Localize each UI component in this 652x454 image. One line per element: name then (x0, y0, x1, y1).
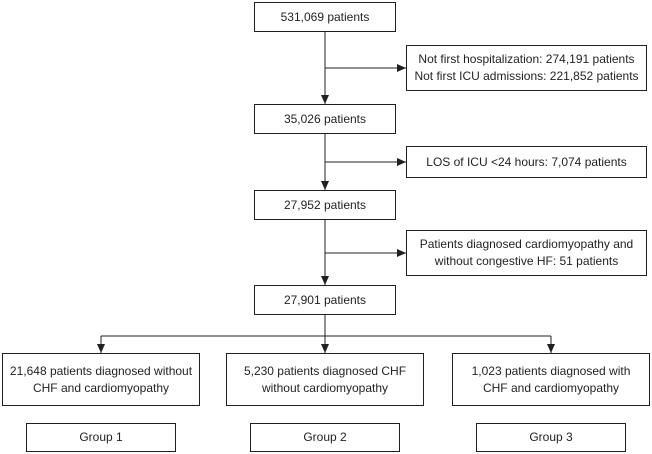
box-after-first-exclusion-label: 35,026 patients (283, 111, 367, 126)
exclusion-first-line-1: Not first hospitalization: 274,191 patie… (418, 52, 635, 66)
group-1-label: Group 1 (79, 430, 123, 444)
subgroup-1-line-1: 21,648 patients diagnosed without (9, 363, 193, 378)
box-total-patients-label: 531,069 patients (280, 9, 370, 24)
exclusion-cardio-line-2: without congestive HF: 51 patients (434, 254, 619, 268)
group-label-box-3: Group 3 (476, 423, 626, 452)
subgroup-3-line-1: 1,023 patients diagnosed with (471, 363, 631, 378)
exclusion-box-cardiomyopathy: Patients diagnosed cardiomyopathy and wi… (406, 230, 647, 276)
exclusion-cardio-line-1: Patients diagnosed cardiomyopathy and (419, 237, 634, 251)
group-label-box-2: Group 2 (250, 423, 400, 452)
box-final-cohort-label: 27,901 patients (283, 292, 367, 307)
subgroup-2-line-1: 5,230 patients diagnosed CHF (243, 363, 407, 378)
subgroup-box-2: 5,230 patients diagnosed CHF without car… (226, 353, 424, 406)
subgroup-3-line-2: CHF and cardiomyopathy (482, 380, 620, 395)
group-3-label: Group 3 (529, 430, 573, 444)
box-final-cohort: 27,901 patients (254, 285, 396, 315)
box-total-patients: 531,069 patients (254, 2, 396, 32)
box-after-los-exclusion: 27,952 patients (254, 190, 396, 220)
subgroup-box-1: 21,648 patients diagnosed without CHF an… (2, 353, 200, 406)
exclusion-box-los: LOS of ICU <24 hours: 7,074 patients (406, 146, 647, 178)
box-after-los-exclusion-label: 27,952 patients (283, 197, 367, 212)
exclusion-box-first-admission: Not first hospitalization: 274,191 patie… (406, 45, 647, 91)
exclusion-first-line-2: Not first ICU admissions: 221,852 patien… (414, 69, 639, 83)
subgroup-2-line-2: without cardiomyopathy (261, 380, 389, 395)
exclusion-los-line: LOS of ICU <24 hours: 7,074 patients (426, 154, 627, 169)
box-after-first-exclusion: 35,026 patients (254, 104, 396, 134)
group-2-label: Group 2 (303, 430, 347, 444)
group-label-box-1: Group 1 (26, 423, 176, 452)
subgroup-1-line-2: CHF and cardiomyopathy (32, 380, 170, 395)
subgroup-box-3: 1,023 patients diagnosed with CHF and ca… (452, 353, 650, 406)
